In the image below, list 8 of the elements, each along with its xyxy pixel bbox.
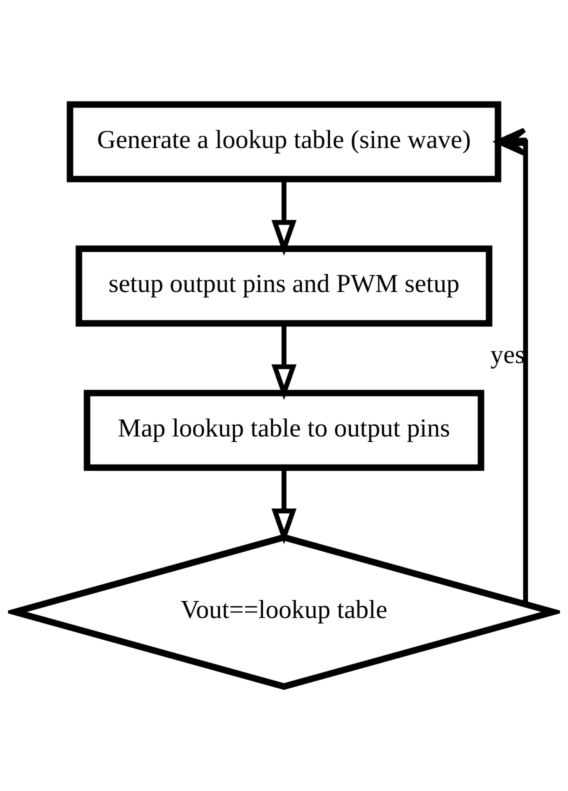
arrow [496, 128, 528, 604]
arrow [272, 468, 296, 544]
node-box: Map lookup table to output pins [84, 390, 484, 471]
node-diamond: Vout==lookup table [8, 534, 560, 690]
node-box: Generate a lookup table (sine wave) [66, 101, 502, 182]
node-box: setup output pins and PWM setup [76, 246, 492, 327]
arrow [272, 180, 296, 256]
arrow [272, 324, 296, 400]
